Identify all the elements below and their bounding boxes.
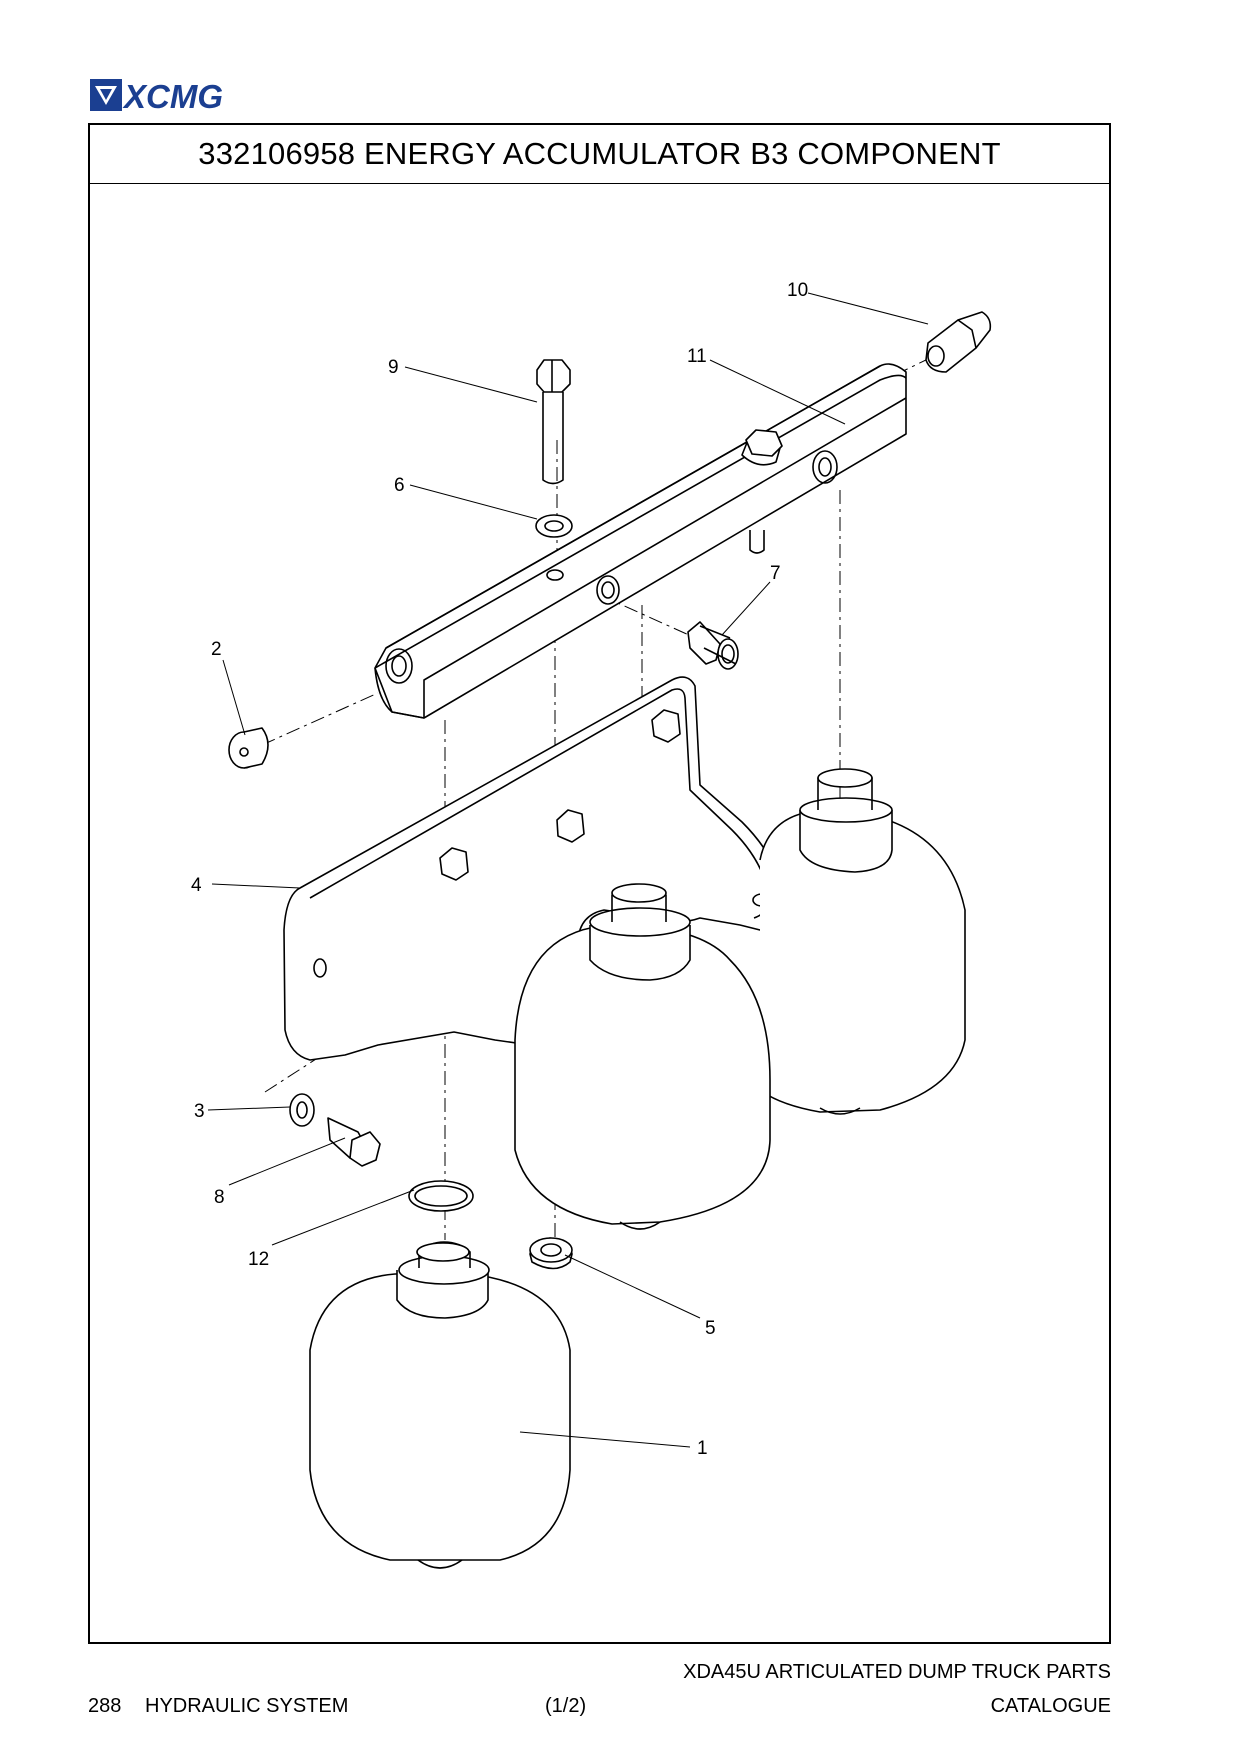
callout-11: 11 — [687, 346, 707, 367]
catalogue-title-line1: XDA45U ARTICULATED DUMP TRUCK PARTS — [683, 1661, 1111, 1683]
page-number: 288 — [88, 1695, 122, 1717]
callout-5: 5 — [705, 1318, 716, 1339]
leader-lines — [207, 292, 929, 1448]
washer — [535, 514, 573, 538]
callout-2: 2 — [211, 639, 222, 660]
accumulator-rear — [759, 768, 966, 1115]
callout-12: 12 — [248, 1249, 269, 1270]
accumulator-front — [309, 1241, 571, 1569]
fitting-7 — [687, 621, 739, 670]
mounting-bracket — [283, 676, 783, 1061]
section-name: HYDRAULIC SYSTEM — [145, 1695, 349, 1717]
accumulator-middle — [514, 883, 771, 1230]
o-ring — [408, 1180, 474, 1212]
sheet-indicator: (1/2) — [545, 1695, 587, 1717]
small-bolt — [327, 1117, 381, 1167]
small-washer — [289, 1093, 315, 1127]
drawing-frame: 332106958 ENERGY ACCUMULATOR B3 COMPONEN… — [88, 123, 1111, 1644]
plug — [228, 727, 269, 769]
page-title: 332106958 ENERGY ACCUMULATOR B3 COMPONEN… — [198, 136, 1001, 171]
fitting-10 — [925, 311, 992, 373]
callout-4: 4 — [191, 875, 202, 896]
xcmg-logo: XCMG — [90, 78, 223, 113]
callout-8: 8 — [214, 1187, 225, 1208]
callout-6: 6 — [394, 475, 405, 496]
title-bar: 332106958 ENERGY ACCUMULATOR B3 COMPONEN… — [90, 125, 1109, 184]
bolt — [536, 359, 571, 485]
flange-nut — [529, 1237, 573, 1270]
brand-wordmark: XCMG — [122, 78, 223, 113]
manifold-block — [374, 363, 907, 719]
callout-labels: 1 2 3 4 5 6 7 8 9 10 11 12 — [191, 280, 808, 1459]
catalogue-title-line2: CATALOGUE — [990, 1695, 1111, 1717]
callout-7: 7 — [770, 563, 781, 584]
callout-10: 10 — [787, 280, 808, 301]
callout-9: 9 — [388, 357, 399, 378]
callout-1: 1 — [697, 1438, 708, 1459]
callout-3: 3 — [194, 1101, 205, 1122]
